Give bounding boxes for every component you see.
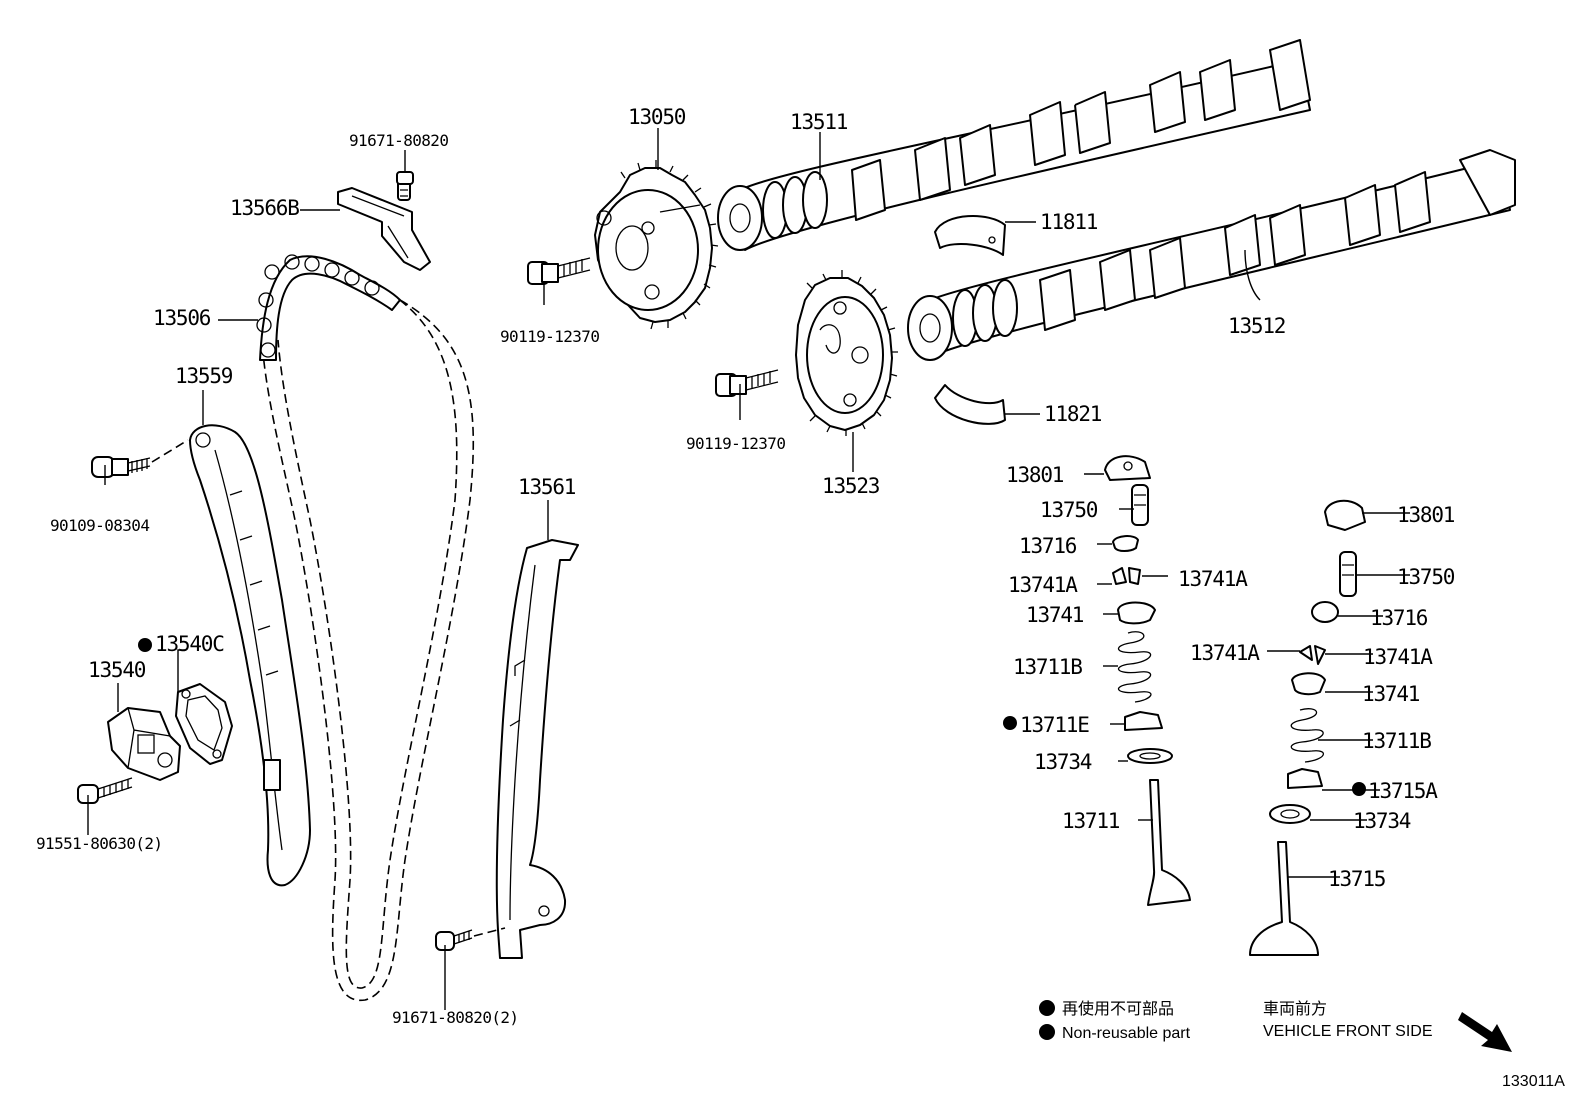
non-reusable-marker [1352,782,1366,796]
label-left-13716: 13716 [1019,534,1077,558]
label-13561: 13561 [518,475,576,499]
non-reusable-marker [1003,716,1017,730]
label-91551-80630: 91551-80630(2) [36,834,162,853]
label-13050: 13050 [628,105,686,129]
label-13559: 13559 [175,364,233,388]
non-reusable-marker [138,638,152,652]
chain-guide-13566b [337,177,431,271]
timing-chain [256,254,475,1001]
valve-stack-left [1104,455,1191,906]
label-left-13741: 13741 [1026,603,1084,627]
label-left-13711e: 13711E [1020,713,1089,737]
legend-en: Non-reusable part [1062,1025,1191,1042]
label-13512: 13512 [1228,314,1285,338]
bearing-cap-11811 [934,215,1006,256]
leader-lines [87,128,1410,1010]
part-labels: 13050 13511 13512 13523 11811 11821 9167… [36,105,1456,1027]
vvt-sprocket-13050 [594,160,719,330]
label-11811: 11811 [1040,210,1098,234]
chain-tensioner-13540 [107,707,181,781]
label-13540: 13540 [88,658,146,682]
label-11821: 11821 [1044,402,1102,426]
label-right-13750: 13750 [1397,565,1455,589]
label-left-13711b: 13711B [1013,655,1082,679]
gasket-13540c [175,683,233,765]
legend-bullet [1039,1024,1055,1040]
label-left-13750: 13750 [1040,498,1098,522]
bolt-91551-80630 [77,777,133,804]
direction-en: VEHICLE FRONT SIDE [1263,1023,1433,1040]
legend: 再使用不可部品 Non-reusable part 車両前方 VEHICLE F… [1039,1000,1565,1090]
label-right-13741: 13741 [1362,682,1420,706]
label-right-13801: 13801 [1397,503,1455,527]
camshaft-13512 [907,149,1516,361]
front-arrow-icon [1458,1012,1512,1052]
label-90119-12370-b: 90119-12370 [686,434,785,453]
bolt-91671-80820 [396,171,414,185]
bolt-90119-12370-a [527,257,591,285]
valve-stack-right [1249,499,1366,956]
bolt-91671-80820-x2 [435,927,506,951]
direction-jp: 車両前方 [1263,1000,1327,1018]
bolt-90109-08304 [91,439,189,478]
label-right-13715a: 13715A [1368,779,1438,803]
label-90109-08304: 90109-08304 [50,516,149,535]
label-left-13801: 13801 [1006,463,1064,487]
label-91671-80820-x2: 91671-80820(2) [392,1008,518,1027]
label-91671-80820: 91671-80820 [349,131,448,150]
label-13511: 13511 [790,110,848,134]
label-90119-12370-a: 90119-12370 [500,327,599,346]
label-right-13711b: 13711B [1362,729,1431,753]
label-right-13734: 13734 [1353,809,1411,833]
camshaft-13511 [717,39,1311,251]
label-13506: 13506 [153,306,211,330]
legend-jp: 再使用不可部品 [1062,1000,1174,1018]
label-right-13715: 13715 [1328,867,1385,891]
figure-id: 133011A [1502,1073,1565,1090]
label-left-13741a-1: 13741A [1008,573,1078,597]
label-left-13741a-2: 13741A [1178,567,1248,591]
label-right-13716: 13716 [1370,606,1428,630]
sprocket-13523 [795,270,898,436]
label-13540c: 13540C [155,632,224,656]
bearing-cap-11821 [934,384,1006,425]
label-right-13741a-1: 13741A [1190,641,1260,665]
label-13523: 13523 [822,474,880,498]
chain-guide-13561 [495,539,579,959]
label-left-13711: 13711 [1062,809,1120,833]
label-right-13741a-2: 13741A [1363,645,1433,669]
label-left-13734: 13734 [1034,750,1092,774]
label-13566b: 13566B [230,196,299,220]
bolt-90119-12370-b [715,369,779,397]
tensioner-arm-13559 [189,424,311,887]
legend-bullet [1039,1000,1055,1016]
